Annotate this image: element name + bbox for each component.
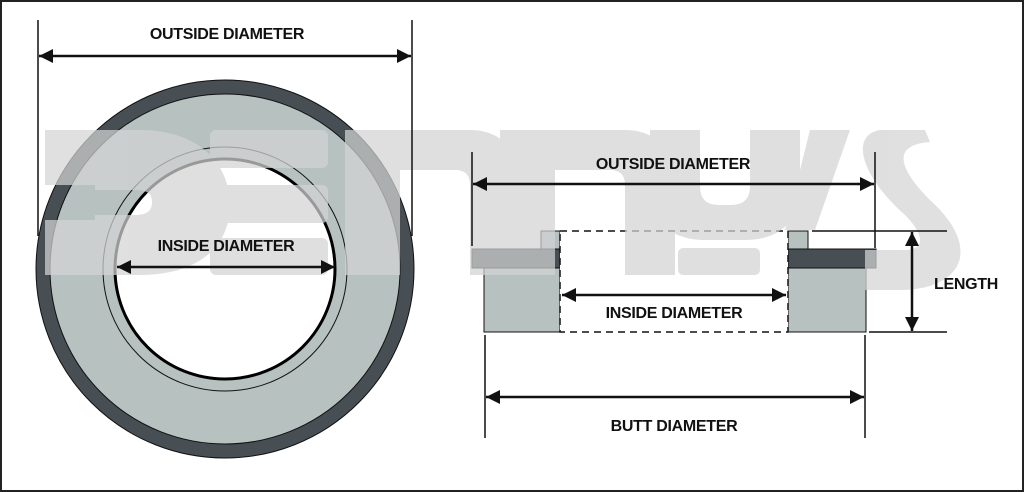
watermark-letter-n2 — [500, 130, 675, 275]
side-view-dimensions: OUTSIDE DIAMETER INSIDE DIAMETER LENGTH … — [471, 152, 998, 438]
front-view-dimensions: OUTSIDE DIAMETER INSIDE DIAMETER — [37, 20, 413, 274]
watermark-letter-y — [650, 130, 800, 240]
butt-diameter-label: BUTT DIAMETER — [611, 418, 739, 435]
right-flange — [787, 248, 877, 269]
watermark-letter-d — [45, 130, 230, 275]
right-lip — [787, 230, 809, 250]
side-inside-diameter-label: INSIDE DIAMETER — [606, 305, 744, 322]
watermark-letter-e-mid — [210, 185, 328, 223]
right-body — [787, 267, 867, 333]
front-outside-diameter-label: OUTSIDE DIAMETER — [150, 26, 305, 43]
watermark-letter-y-tail — [678, 248, 760, 275]
watermark-letter-n1 — [345, 130, 520, 275]
watermark-letter-s — [862, 130, 961, 290]
watermark-letter-e-top — [210, 130, 328, 168]
left-body — [483, 267, 561, 333]
front-inside-diameter-label: INSIDE DIAMETER — [158, 238, 296, 255]
length-label: LENGTH — [934, 276, 998, 293]
side-outside-diameter-label: OUTSIDE DIAMETER — [596, 156, 751, 173]
